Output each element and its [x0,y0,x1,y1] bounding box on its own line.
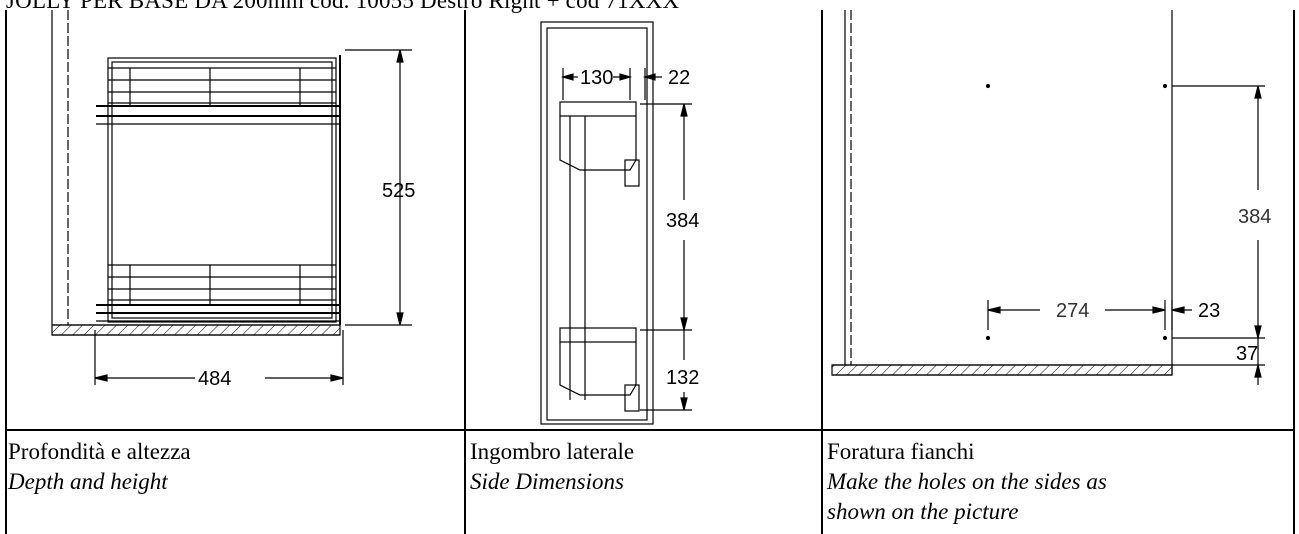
dim-hole-edge-label: 23 [1198,300,1220,322]
caption-it: Profondità e altezza [8,439,191,464]
caption-en: Side Dimensions [470,469,624,494]
dim-hole-bottom-label: 37 [1236,343,1258,365]
caption-depth-height: Profondità e altezza Depth and height [8,437,191,497]
dim-height-label: 525 [382,180,415,202]
dim-hole-horizontal-label: 274 [1056,300,1089,322]
dim-bottom-label: 132 [666,367,699,389]
caption-en: Depth and height [8,469,168,494]
caption-hole-drilling: Foratura fianchi Make the holes on the s… [827,437,1167,527]
depth-height-drawing [51,10,412,385]
dim-hole-spacing-label: 384 [1238,206,1271,228]
caption-side-dimensions: Ingombro laterale Side Dimensions [470,437,634,497]
caption-it: Ingombro laterale [470,439,635,464]
caption-en: Make the holes on the sides as shown on … [827,469,1107,524]
page-title: JOLLY PER BASE DA 200mm cod. 10055 Destr… [6,0,680,13]
dim-depth-label: 484 [198,368,231,390]
hole-drilling-drawing [831,10,1265,385]
dim-spacing-label: 384 [666,210,699,232]
caption-it: Foratura fianchi [827,439,975,464]
dim-gap-label: 22 [668,67,690,89]
side-dimensions-drawing [540,21,692,425]
dim-width-label: 130 [580,67,613,89]
table-grid [5,10,1295,534]
